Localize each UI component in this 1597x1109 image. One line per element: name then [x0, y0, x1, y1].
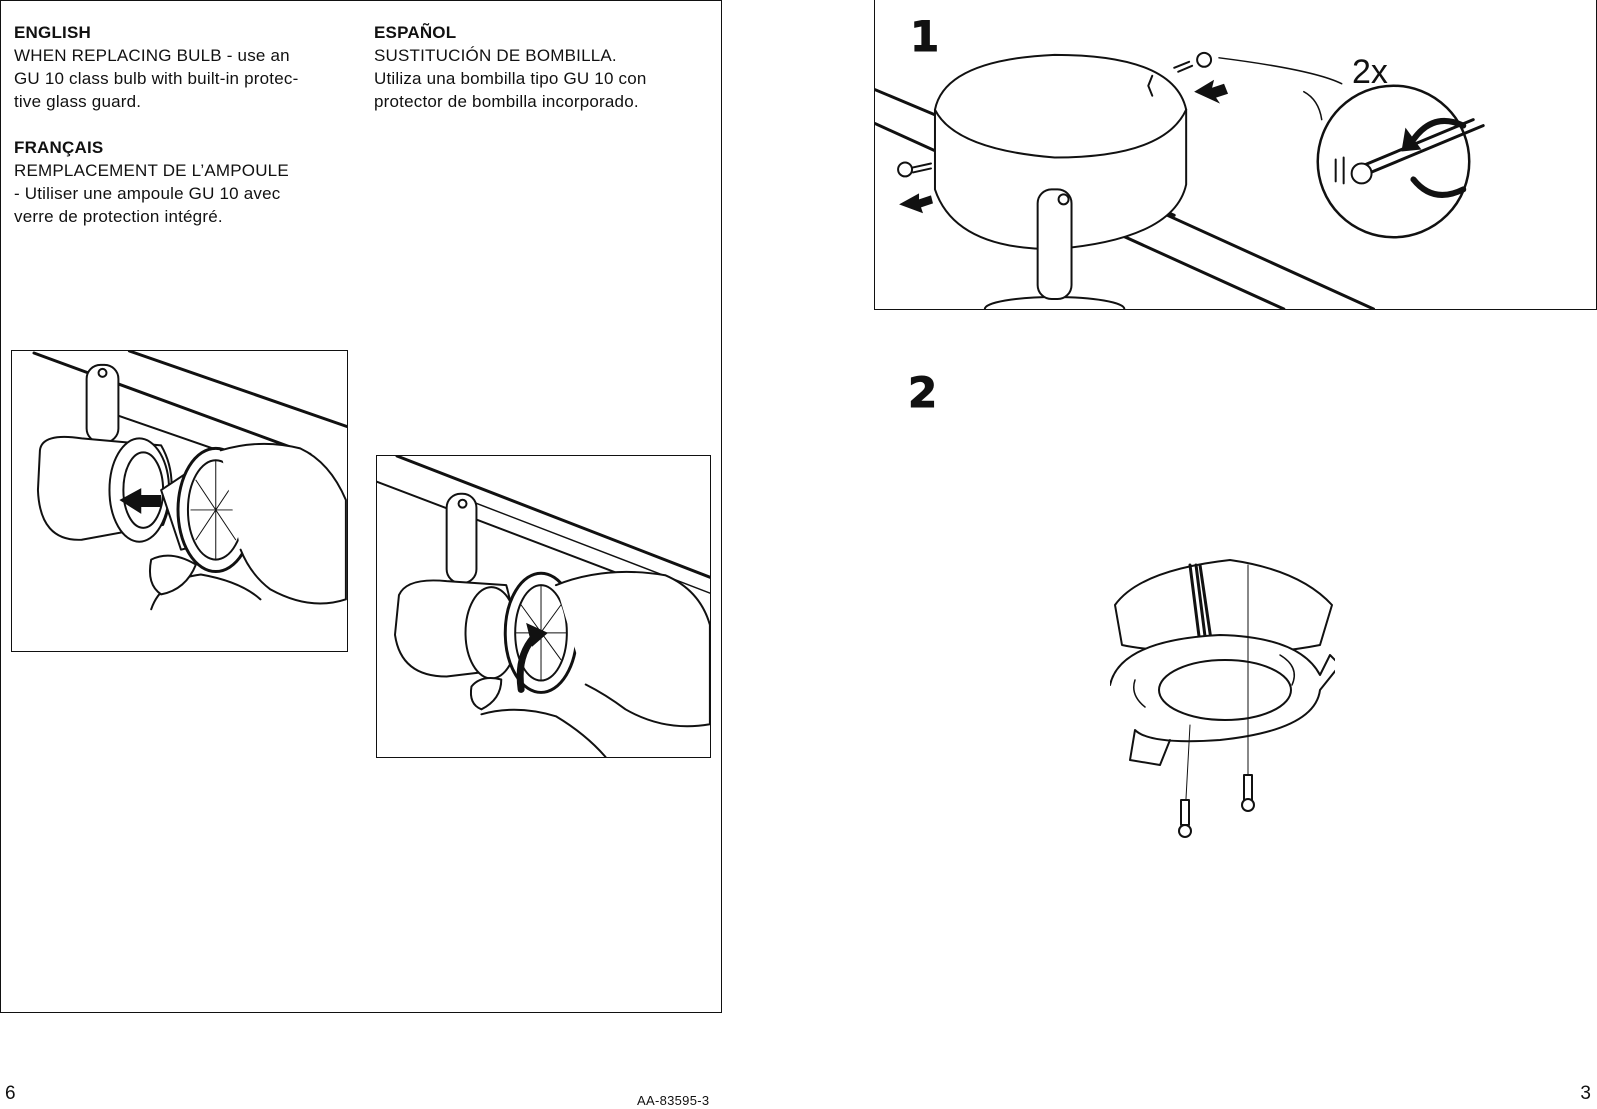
- step-number: 1: [909, 12, 940, 61]
- arrow-push-icon: [1194, 79, 1229, 104]
- step-number: 2: [907, 368, 938, 417]
- spanish-heading: ESPAÑOL: [374, 23, 457, 42]
- page-number-left: 6: [5, 1083, 16, 1104]
- screw-icon: [1241, 564, 1255, 812]
- left-page-frame: ENGLISH WHEN REPLACING BULB - use an GU …: [0, 0, 722, 1013]
- english-line: GU 10 class bulb with built-in protec-: [14, 69, 299, 88]
- document-id: AA-83595-3: [637, 1093, 710, 1108]
- illustration-rotate-bulb: [376, 455, 711, 758]
- french-heading: FRANÇAIS: [14, 138, 104, 157]
- illustration-step-2: [1109, 555, 1341, 855]
- spanish-line: SUSTITUCIÓN DE BOMBILLA.: [374, 46, 617, 65]
- spanish-instructions: ESPAÑOL SUSTITUCIÓN DE BOMBILLA. Utiliza…: [374, 21, 714, 113]
- illustration-step-1: [874, 0, 1597, 310]
- arrow-rotate-icon: [516, 622, 548, 693]
- english-line: tive glass guard.: [14, 92, 142, 111]
- arrow-push-icon: [899, 193, 933, 214]
- spanish-line: protector de bombilla incorporado.: [374, 92, 639, 111]
- english-line: WHEN REPLACING BULB - use an: [14, 46, 290, 65]
- screw-icon: [1173, 51, 1213, 73]
- screw-icon: [1178, 724, 1192, 838]
- screwdriver-icon: [1334, 118, 1485, 185]
- english-instructions: ENGLISH WHEN REPLACING BULB - use an GU …: [14, 21, 354, 113]
- arrow-push-icon: [119, 488, 162, 514]
- page-number-right: 3: [1580, 1083, 1591, 1104]
- quantity-label: 2x: [1352, 53, 1388, 91]
- arrow-rotate-icon: [1401, 118, 1467, 198]
- english-heading: ENGLISH: [14, 23, 91, 42]
- french-instructions: FRANÇAIS REMPLACEMENT DE L’AMPOULE - Uti…: [14, 136, 354, 228]
- screw-icon: [897, 161, 932, 178]
- french-line: verre de protection intégré.: [14, 207, 223, 226]
- french-line: - Utiliser une ampoule GU 10 avec: [14, 184, 281, 203]
- illustration-insert-bulb: [11, 350, 348, 652]
- french-line: REMPLACEMENT DE L’AMPOULE: [14, 161, 289, 180]
- spanish-line: Utiliza una bombilla tipo GU 10 con: [374, 69, 647, 88]
